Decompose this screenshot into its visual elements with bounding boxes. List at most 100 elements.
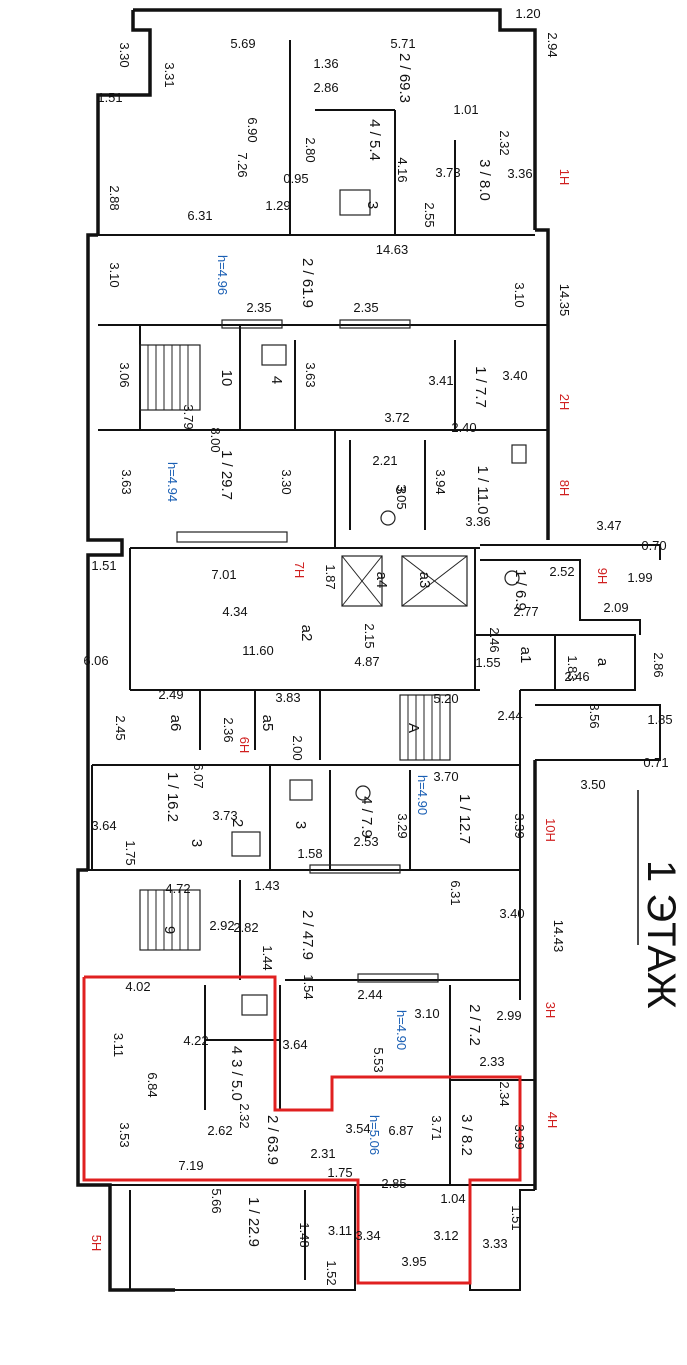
dimension-label: 1.54 [301, 974, 316, 999]
dimension-label: 2.99 [496, 1008, 521, 1023]
dimension-label: 3.06 [117, 362, 132, 387]
dimension-label: 2.44 [497, 708, 522, 723]
dimension-label: 3.79 [181, 404, 196, 429]
dimension-label: 1.99 [627, 570, 652, 585]
room-area-label: 3 / 8.2 [458, 1114, 475, 1156]
dimension-label: 2.45 [113, 715, 128, 740]
dimension-label: 2.32 [497, 130, 512, 155]
dimension-label: 6.31 [187, 208, 212, 223]
dimension-label: 2.49 [158, 687, 183, 702]
dimension-label: 3.63 [303, 362, 318, 387]
dimension-label: 4.72 [165, 881, 190, 896]
dimension-label: 2.36 [221, 717, 236, 742]
room-area-label: 3 / 5.0 [228, 1059, 245, 1101]
dimension-label: 2.85 [381, 1176, 406, 1191]
dimension-label: 2.40 [451, 420, 476, 435]
ceiling-height-labels: h=4.96h=4.94h=4.90h=4.90h=5.06 [165, 255, 430, 1155]
room-area-label: 10 [218, 370, 235, 387]
dimension-label: 3.72 [384, 410, 409, 425]
dimension-label: 1.87 [323, 564, 338, 589]
dimension-label: 2.46 [487, 627, 502, 652]
room-area-label: 3 [292, 821, 309, 829]
room-area-label: 4 / 5.4 [366, 119, 383, 161]
room-area-label: 1 / 7.7 [472, 366, 489, 408]
dimension-label: 1.04 [440, 1191, 465, 1206]
unit-code-label: 7Н [292, 562, 307, 579]
room-area-label: 4 [228, 1046, 245, 1054]
dimension-label: 1.51 [97, 90, 122, 105]
ceiling-height-label: h=4.90 [415, 775, 430, 815]
room-area-label: 3 [364, 201, 381, 209]
dimension-label: 1.01 [453, 102, 478, 117]
dimension-label: 3.11 [328, 1223, 352, 1238]
dimension-label: 1.20 [515, 6, 540, 21]
ceiling-height-label: h=4.90 [394, 1010, 409, 1050]
dimension-label: 3.39 [512, 1124, 527, 1149]
dimension-label: 1.36 [313, 56, 338, 71]
fixtures [139, 189, 527, 1016]
dimension-label: 6.31 [448, 880, 463, 905]
room-area-label: 1 / 12.7 [456, 794, 473, 844]
dimension-label: 5.20 [433, 691, 458, 706]
dimension-label: 2.80 [303, 137, 318, 162]
dimension-label: 2.86 [313, 80, 338, 95]
dimension-label: 5.53 [371, 1047, 386, 1072]
room-area-label: a4 [373, 572, 390, 589]
floor-title: 1 ЭТАЖ [639, 860, 683, 1009]
dimension-label: 2.52 [549, 564, 574, 579]
unit-code-label: 4Н [545, 1112, 560, 1129]
ceiling-height-label: h=5.06 [367, 1115, 382, 1155]
dimension-label: 3.34 [355, 1228, 380, 1243]
unit-code-label: 2Н [557, 394, 572, 411]
dimension-label: 3.70 [433, 769, 458, 784]
room-area-label: 2 / 69.3 [396, 53, 413, 103]
room-area-label: a6 [167, 715, 184, 732]
dimension-label: 2.82 [233, 920, 258, 935]
dimension-label: 6.06 [83, 653, 108, 668]
dimension-label: 2.33 [479, 1054, 504, 1069]
dimension-label: 0.95 [283, 171, 308, 186]
dimension-label: 3.73 [212, 808, 237, 823]
dimension-label: 2.62 [207, 1123, 232, 1138]
dimension-label: 3.12 [433, 1228, 458, 1243]
room-area-label: 1 / 11.0 [474, 466, 491, 515]
dimension-label: 8.00 [208, 427, 223, 452]
dimension-label: 4.16 [395, 157, 410, 182]
dimension-label: 3.71 [429, 1115, 444, 1140]
dimension-label: 14.35 [557, 284, 572, 317]
room-area-label: 1 / 29.7 [218, 450, 235, 500]
ceiling-height-label: h=4.96 [215, 255, 230, 295]
dimension-label: 3.10 [414, 1006, 439, 1021]
room-area-label: 3 [188, 839, 205, 847]
dimension-label: 5.66 [209, 1188, 224, 1213]
dimension-label: 7.26 [235, 152, 250, 177]
room-area-label: 4 [268, 376, 285, 384]
room-area-label: 2 / 61.9 [299, 258, 316, 308]
room-area-label: 1 / 22.9 [245, 1197, 262, 1247]
dimension-label: 1.44 [260, 945, 275, 970]
room-area-label: 4 / 7.9 [358, 796, 375, 838]
dimension-label: 1.75 [327, 1165, 352, 1180]
dimension-label: 1.55 [475, 655, 500, 670]
dimension-label: 2.31 [310, 1146, 335, 1161]
dimension-label: 1.52 [324, 1260, 339, 1285]
dimension-label: 3.30 [117, 42, 132, 67]
dimension-label: 2.86 [651, 652, 666, 677]
room-area-label: 2 [229, 819, 246, 827]
dimension-label: 0.71 [643, 755, 668, 770]
dimension-label: 14.43 [551, 920, 566, 953]
dimension-label: 3.83 [275, 690, 300, 705]
dimension-label: 2.92 [209, 918, 234, 933]
dimension-label: 3.64 [282, 1037, 307, 1052]
room-area-label: 2 / 7.2 [466, 1004, 483, 1046]
unit-code-label: 8Н [557, 480, 572, 497]
dimension-label: 3.33 [482, 1236, 507, 1251]
dimension-label: 3.41 [428, 373, 453, 388]
dimension-label: 2.55 [422, 202, 437, 227]
dimension-label: 0.70 [641, 538, 666, 553]
unit-code-label: 10Н [543, 818, 558, 842]
dimension-label: 3.36 [507, 166, 532, 181]
room-area-label: A [405, 723, 422, 733]
